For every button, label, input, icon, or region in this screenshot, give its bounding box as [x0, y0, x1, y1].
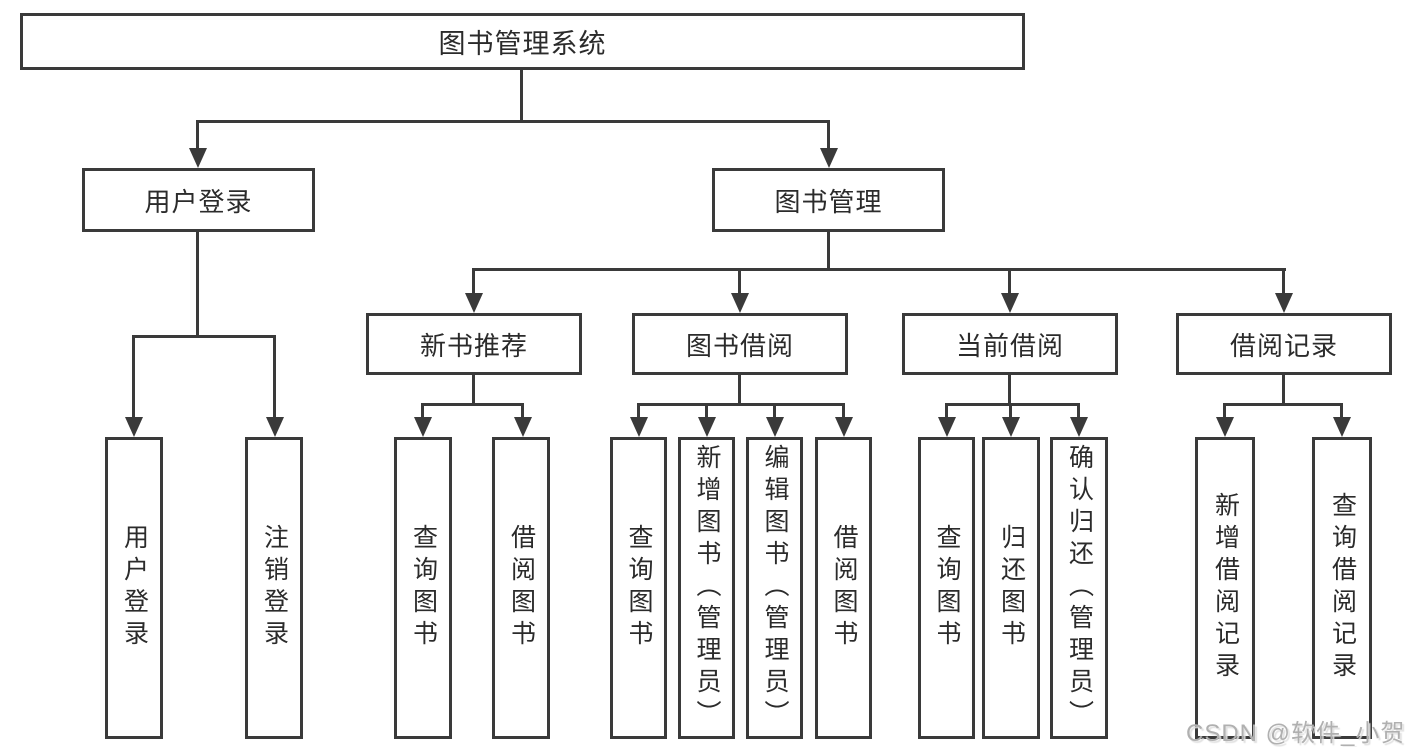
connector-line: [1223, 403, 1343, 406]
connector-line: [1223, 403, 1226, 419]
connector-line: [472, 375, 475, 406]
connector-line: [738, 268, 741, 296]
connector-line: [945, 403, 1080, 406]
connector-line: [827, 120, 830, 152]
node-borrow-records: 借阅记录: [1176, 313, 1392, 375]
leaf-borrow-books-newrec: 借阅图书: [492, 437, 550, 739]
node-new-book-recommend: 新书推荐: [366, 313, 582, 375]
connector-line: [421, 403, 424, 419]
connector-line: [1282, 375, 1285, 406]
node-book-borrow: 图书借阅: [632, 313, 848, 375]
connector-line: [842, 403, 845, 419]
connector-line: [1008, 268, 1011, 296]
arrowhead-down: [1275, 293, 1293, 313]
arrowhead-down: [414, 417, 432, 437]
leaf-add-borrow-record: 新增借阅记录: [1195, 437, 1255, 739]
connector-line: [520, 70, 523, 122]
connector-line: [196, 120, 199, 152]
leaf-query-books-borrow: 查询图书: [610, 437, 667, 739]
leaf-edit-books-admin: 编辑图书（管理员）: [746, 437, 803, 739]
connector-line: [196, 120, 830, 123]
leaf-confirm-return-admin: 确认归还（管理员）: [1050, 437, 1108, 739]
arrowhead-down: [731, 293, 749, 313]
leaf-query-books-newrec: 查询图书: [394, 437, 452, 739]
arrowhead-down: [766, 417, 784, 437]
arrowhead-down: [266, 417, 284, 437]
connector-line: [521, 403, 524, 419]
connector-line: [273, 335, 276, 419]
arrowhead-down: [698, 417, 716, 437]
connector-line: [705, 403, 708, 419]
connector-line: [1008, 375, 1011, 406]
connector-line: [421, 403, 524, 406]
leaf-add-books-admin: 新增图书（管理员）: [678, 437, 735, 739]
arrowhead-down: [835, 417, 853, 437]
leaf-logout-login: 注销登录: [245, 437, 303, 739]
connector-line: [827, 232, 830, 268]
connector-line: [132, 335, 135, 419]
node-book-management: 图书管理: [712, 168, 945, 232]
arrowhead-down: [938, 417, 956, 437]
connector-line: [1282, 268, 1285, 296]
connector-line: [196, 232, 199, 337]
arrowhead-down: [630, 417, 648, 437]
arrowhead-down: [820, 148, 838, 168]
leaf-return-books: 归还图书: [982, 437, 1040, 739]
node-root: 图书管理系统: [20, 13, 1025, 70]
csdn-watermark: CSDN @软件_小贺同学: [1186, 720, 1405, 747]
leaf-query-books-current: 查询图书: [918, 437, 975, 739]
arrowhead-down: [1002, 417, 1020, 437]
leaf-borrow-books: 借阅图书: [815, 437, 872, 739]
connector-line: [738, 375, 741, 406]
node-user-login: 用户登录: [82, 168, 315, 232]
connector-line: [1340, 403, 1343, 419]
arrowhead-down: [465, 293, 483, 313]
connector-line: [472, 268, 475, 296]
connector-line: [637, 403, 845, 406]
arrowhead-down: [1216, 417, 1234, 437]
connector-line: [132, 335, 276, 338]
leaf-user-login: 用户登录: [105, 437, 163, 739]
arrowhead-down: [514, 417, 532, 437]
arrowhead-down: [125, 417, 143, 437]
connector-line: [637, 403, 640, 419]
node-current-borrow: 当前借阅: [902, 313, 1118, 375]
connector-line: [1077, 403, 1080, 419]
arrowhead-down: [1001, 293, 1019, 313]
connector-line: [1009, 403, 1012, 419]
leaf-query-borrow-record: 查询借阅记录: [1312, 437, 1372, 739]
connector-line: [945, 403, 948, 419]
arrowhead-down: [1333, 417, 1351, 437]
arrowhead-down: [189, 148, 207, 168]
arrowhead-down: [1070, 417, 1088, 437]
connector-line: [773, 403, 776, 419]
connector-line: [472, 268, 1286, 271]
